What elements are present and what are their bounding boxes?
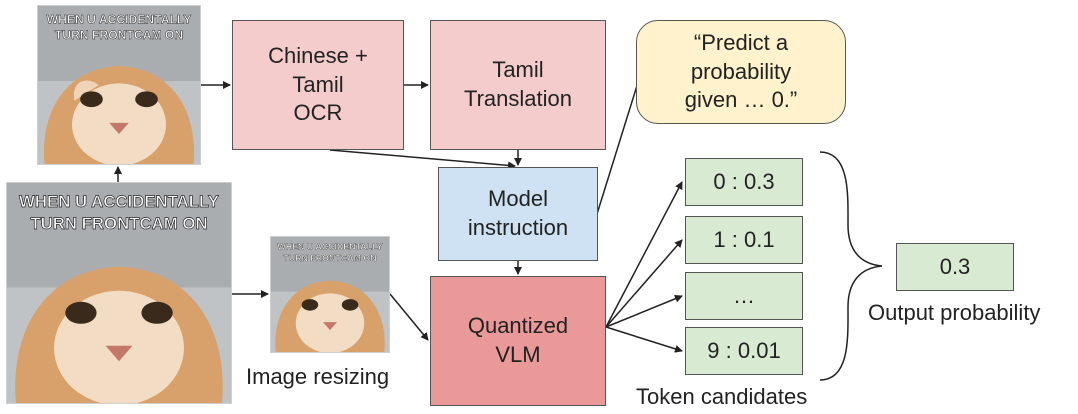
- meme-text-line2: TURN FRONTCAM ON: [30, 214, 207, 233]
- prompt-box: “Predict a probability given … 0.”: [636, 20, 846, 124]
- token-candidate: 1 : 0.1: [685, 216, 803, 264]
- translation-box: Tamil Translation: [430, 20, 606, 150]
- meme-image-original: WHEN U ACCIDENTALLY TURN FRONTCAM ON: [6, 182, 232, 404]
- arrow-vlm-to-token-ellipsis: [605, 294, 683, 328]
- meme-text-line1: WHEN U ACCIDENTALLY: [19, 192, 219, 211]
- meme-text-line2: TURN FRONTCAM ON: [55, 28, 183, 42]
- token-brace: [819, 151, 883, 381]
- meme-text-line2: TURN FRONTCAM ON: [283, 253, 376, 263]
- arrow-vlm-to-token-9: [605, 326, 683, 353]
- meme-image-resized: WHEN U ACCIDENTALLY TURN FRONTCAM ON: [270, 236, 390, 353]
- token-candidates-caption: Token candidates: [636, 384, 808, 409]
- model-instruction-box: Model instruction: [438, 167, 598, 261]
- arrow-ocr-to-instruction: [329, 149, 516, 170]
- image-resizing-caption: Image resizing: [246, 364, 390, 389]
- quantized-vlm-box: Quantized VLM: [430, 276, 606, 406]
- meme-text-line1: WHEN U ACCIDENTALLY: [277, 242, 382, 252]
- arrow-vlm-to-token-1: [605, 239, 683, 328]
- arrow-vlm-to-token-0: [605, 181, 683, 328]
- meme-text-line1: WHEN U ACCIDENTALLY: [47, 13, 192, 27]
- arrow-resized-to-vlm: [389, 293, 429, 341]
- meme-image-ocr: WHEN U ACCIDENTALLY TURN FRONTCAM ON: [37, 5, 201, 165]
- token-candidate: 9 : 0.01: [685, 327, 803, 375]
- output-probability-box: 0.3: [896, 243, 1014, 291]
- prompt-pointer: [596, 75, 641, 215]
- ocr-box: Chinese + Tamil OCR: [232, 20, 404, 150]
- token-candidate: 0 : 0.3: [685, 158, 803, 206]
- output-probability-caption: Output probability: [868, 300, 1041, 325]
- token-candidate: …: [685, 272, 803, 320]
